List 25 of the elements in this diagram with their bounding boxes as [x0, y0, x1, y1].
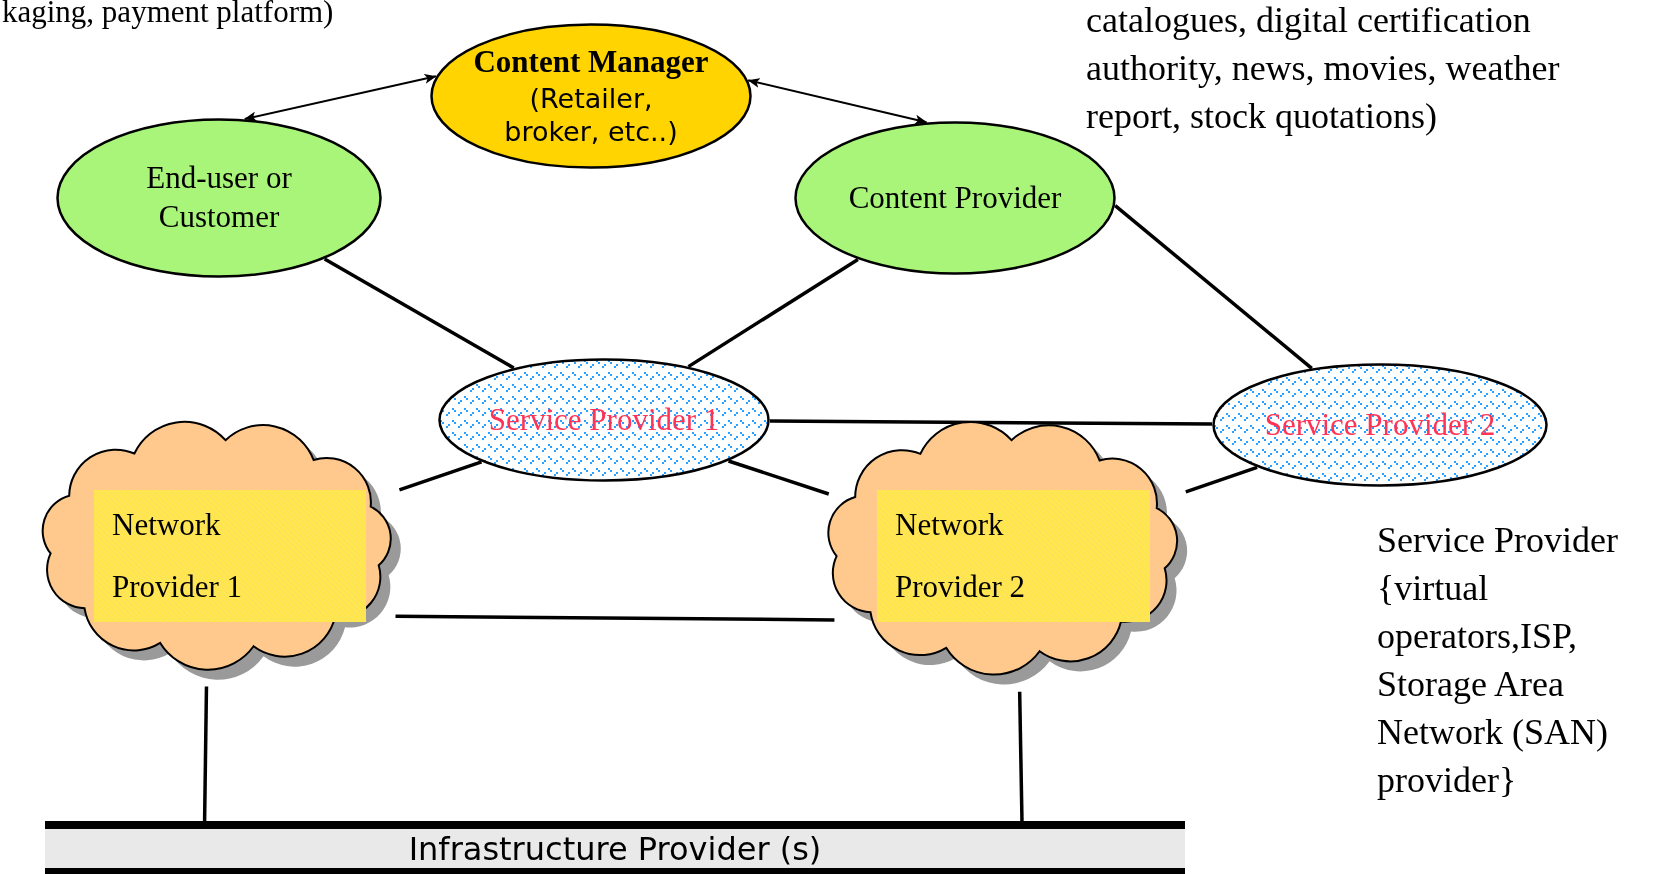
connector-line	[1185, 465, 1258, 494]
connector-line	[202, 686, 209, 822]
connector-line	[769, 419, 1213, 426]
node-label: End-user or Customer	[145, 159, 293, 236]
connector-line	[323, 257, 515, 370]
ellipse-node	[430, 23, 752, 169]
connector-line	[398, 460, 483, 492]
ellipse-node	[56, 118, 382, 278]
arrow	[243, 73, 437, 122]
note-text: Service Provider {virtual operators,ISP, Storage Area Network (SAN) provider}	[1377, 519, 1619, 802]
connector-line	[1017, 691, 1024, 822]
node-label: Network Provider 1	[112, 506, 243, 606]
connector-line	[687, 257, 859, 369]
node-label: (Retailer, broker, etc..)	[503, 81, 679, 150]
arrow	[747, 78, 928, 125]
note-text: kaging, payment platform)	[2, 0, 335, 30]
node-label: Content Manager	[473, 42, 709, 81]
connector-line	[1114, 204, 1313, 370]
note-text: catalogues, digital certification authority, news, movies, weather report, stock quotations)	[1086, 0, 1561, 138]
connector-line	[728, 459, 830, 496]
node-label: Network Provider 2	[895, 506, 1026, 606]
infrastructure-bar	[45, 821, 1185, 874]
connector-line	[395, 614, 835, 622]
node-label: Infrastructure Provider (s)	[408, 828, 822, 869]
node-label: Content Provider	[848, 178, 1062, 217]
